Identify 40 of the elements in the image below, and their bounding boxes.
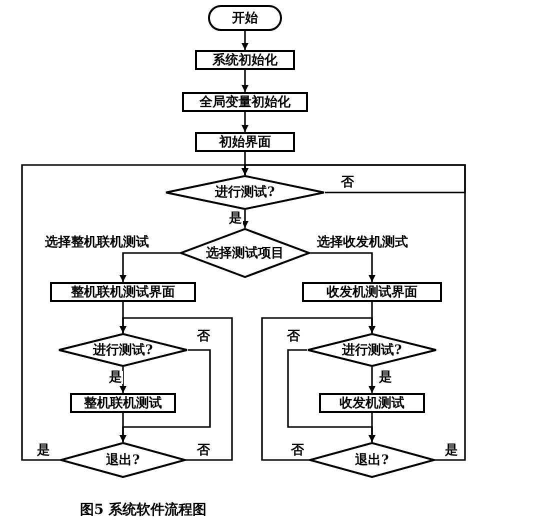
decision-diamond: 退出? — [60, 442, 186, 478]
decision-diamond: 退出? — [309, 442, 435, 478]
arrow — [242, 112, 248, 132]
arrow — [261, 317, 376, 461]
arrow — [120, 252, 180, 282]
edge-label: 否 — [340, 176, 355, 189]
decision-diamond: 选择测试项目 — [180, 228, 310, 278]
decision-diamond: 进行测试? — [58, 333, 188, 367]
arrow — [120, 317, 233, 461]
caption: 图5 系统软件流程图 — [80, 500, 207, 520]
decision-diamond: 进行测试? — [165, 175, 325, 210]
arrow — [310, 252, 376, 282]
edge-label: 选择收发机测式 — [316, 236, 409, 249]
start-terminal: 开始 — [208, 5, 282, 31]
edge-label: 是 — [108, 371, 123, 384]
arrow — [120, 367, 126, 393]
edge-label: 否 — [196, 444, 211, 457]
edge-label: 是 — [228, 212, 243, 225]
edge-label: 是 — [378, 371, 393, 384]
arrow — [120, 349, 211, 442]
arrow — [242, 210, 248, 228]
edge-label: 是 — [36, 444, 51, 457]
edge-label: 选择整机联机测试 — [44, 236, 150, 249]
process-box: 收发机测试 — [319, 393, 425, 413]
process-box: 整机联机测试 — [70, 393, 176, 413]
edge-label: 否 — [290, 444, 305, 457]
arrow — [242, 31, 248, 50]
process-box: 初始界面 — [195, 132, 295, 152]
arrow — [287, 349, 376, 442]
arrow — [368, 367, 376, 393]
process-box: 全局变量初始化 — [182, 92, 308, 112]
decision-diamond: 进行测试? — [307, 333, 437, 367]
arrow — [242, 164, 466, 461]
arrow — [242, 70, 248, 92]
process-box: 系统初始化 — [195, 50, 295, 70]
edge-label: 否 — [286, 330, 301, 343]
process-box: 整机联机测试界面 — [50, 282, 196, 302]
process-box: 收发机测试界面 — [302, 282, 442, 302]
edge-label: 否 — [196, 330, 211, 343]
edge-label: 是 — [444, 444, 459, 457]
